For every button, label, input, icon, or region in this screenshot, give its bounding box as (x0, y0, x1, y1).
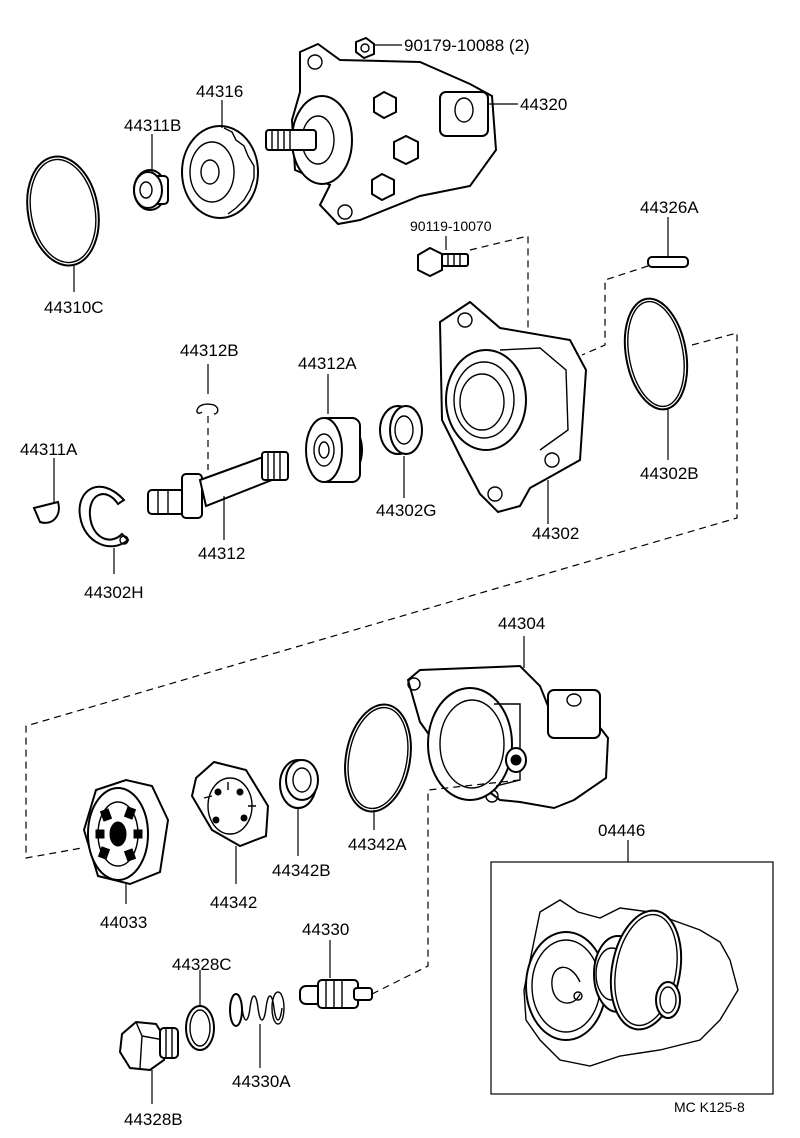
bolt-90119-10070 (417, 236, 469, 278)
housing-44302 (438, 300, 588, 524)
o-ring-44302B (623, 297, 689, 460)
o-ring-44310C (26, 155, 100, 292)
o-ring-44342A (344, 703, 412, 830)
label-44330: 44330 (302, 920, 349, 939)
label-44302G: 44302G (376, 501, 437, 520)
label-44342B: 44342B (272, 861, 331, 880)
seal-44342B (279, 759, 319, 856)
shaft-44312 (147, 451, 289, 540)
snap-ring-44312B (196, 364, 219, 415)
bearing-44312A (305, 374, 363, 483)
label-44330A: 44330A (232, 1072, 291, 1091)
valve-44330 (299, 940, 373, 1009)
label-44342A: 44342A (348, 835, 407, 854)
drawing-reference-code: MC K125-8 (674, 1099, 745, 1115)
seal-44302G (379, 405, 423, 498)
label-44302: 44302 (532, 524, 579, 543)
housing-44304 (406, 636, 610, 810)
label-90119-10070: 90119-10070 (410, 218, 492, 234)
label-44342: 44342 (210, 893, 257, 912)
assembly-leader-dashed (25, 332, 738, 859)
label-44302H: 44302H (84, 583, 144, 602)
label-44311B: 44311B (124, 116, 181, 135)
inset-box-04446 (490, 840, 774, 1095)
valve-leader-dashed (371, 779, 521, 995)
key-44311A (32, 458, 60, 524)
label-44033: 44033 (100, 913, 147, 932)
pin-leader-dashed (581, 265, 649, 356)
pump-assembly-44320 (265, 42, 518, 226)
label-44328C: 44328C (172, 955, 232, 974)
label-90179-10088: 90179-10088 (2) (404, 36, 530, 55)
label-44312A: 44312A (298, 354, 357, 373)
pin-44326A (647, 217, 689, 268)
label-44302B: 44302B (640, 464, 699, 483)
label-44326A: 44326A (640, 198, 699, 217)
label-44312B: 44312B (180, 341, 239, 360)
label-44328B: 44328B (124, 1110, 183, 1129)
label-44310C: 44310C (44, 298, 104, 317)
label-44312: 44312 (198, 544, 245, 563)
label-44316: 44316 (196, 82, 243, 101)
spring-44330A (229, 991, 285, 1068)
label-04446: 04446 (598, 821, 645, 840)
snap-ring-44302H (78, 485, 130, 574)
label-44311A: 44311A (20, 440, 78, 459)
label-44304: 44304 (498, 614, 545, 633)
cam-ring-44033 (82, 778, 170, 904)
gasket-kit-04446 (523, 899, 739, 1067)
nut-90179-10088 (355, 36, 402, 60)
gasket-44328C (185, 970, 215, 1051)
plug-44328B (118, 1020, 179, 1104)
bearing-44311B (133, 134, 169, 211)
gear-44316 (181, 100, 259, 219)
label-44320: 44320 (520, 95, 567, 114)
plate-44342 (190, 760, 270, 884)
